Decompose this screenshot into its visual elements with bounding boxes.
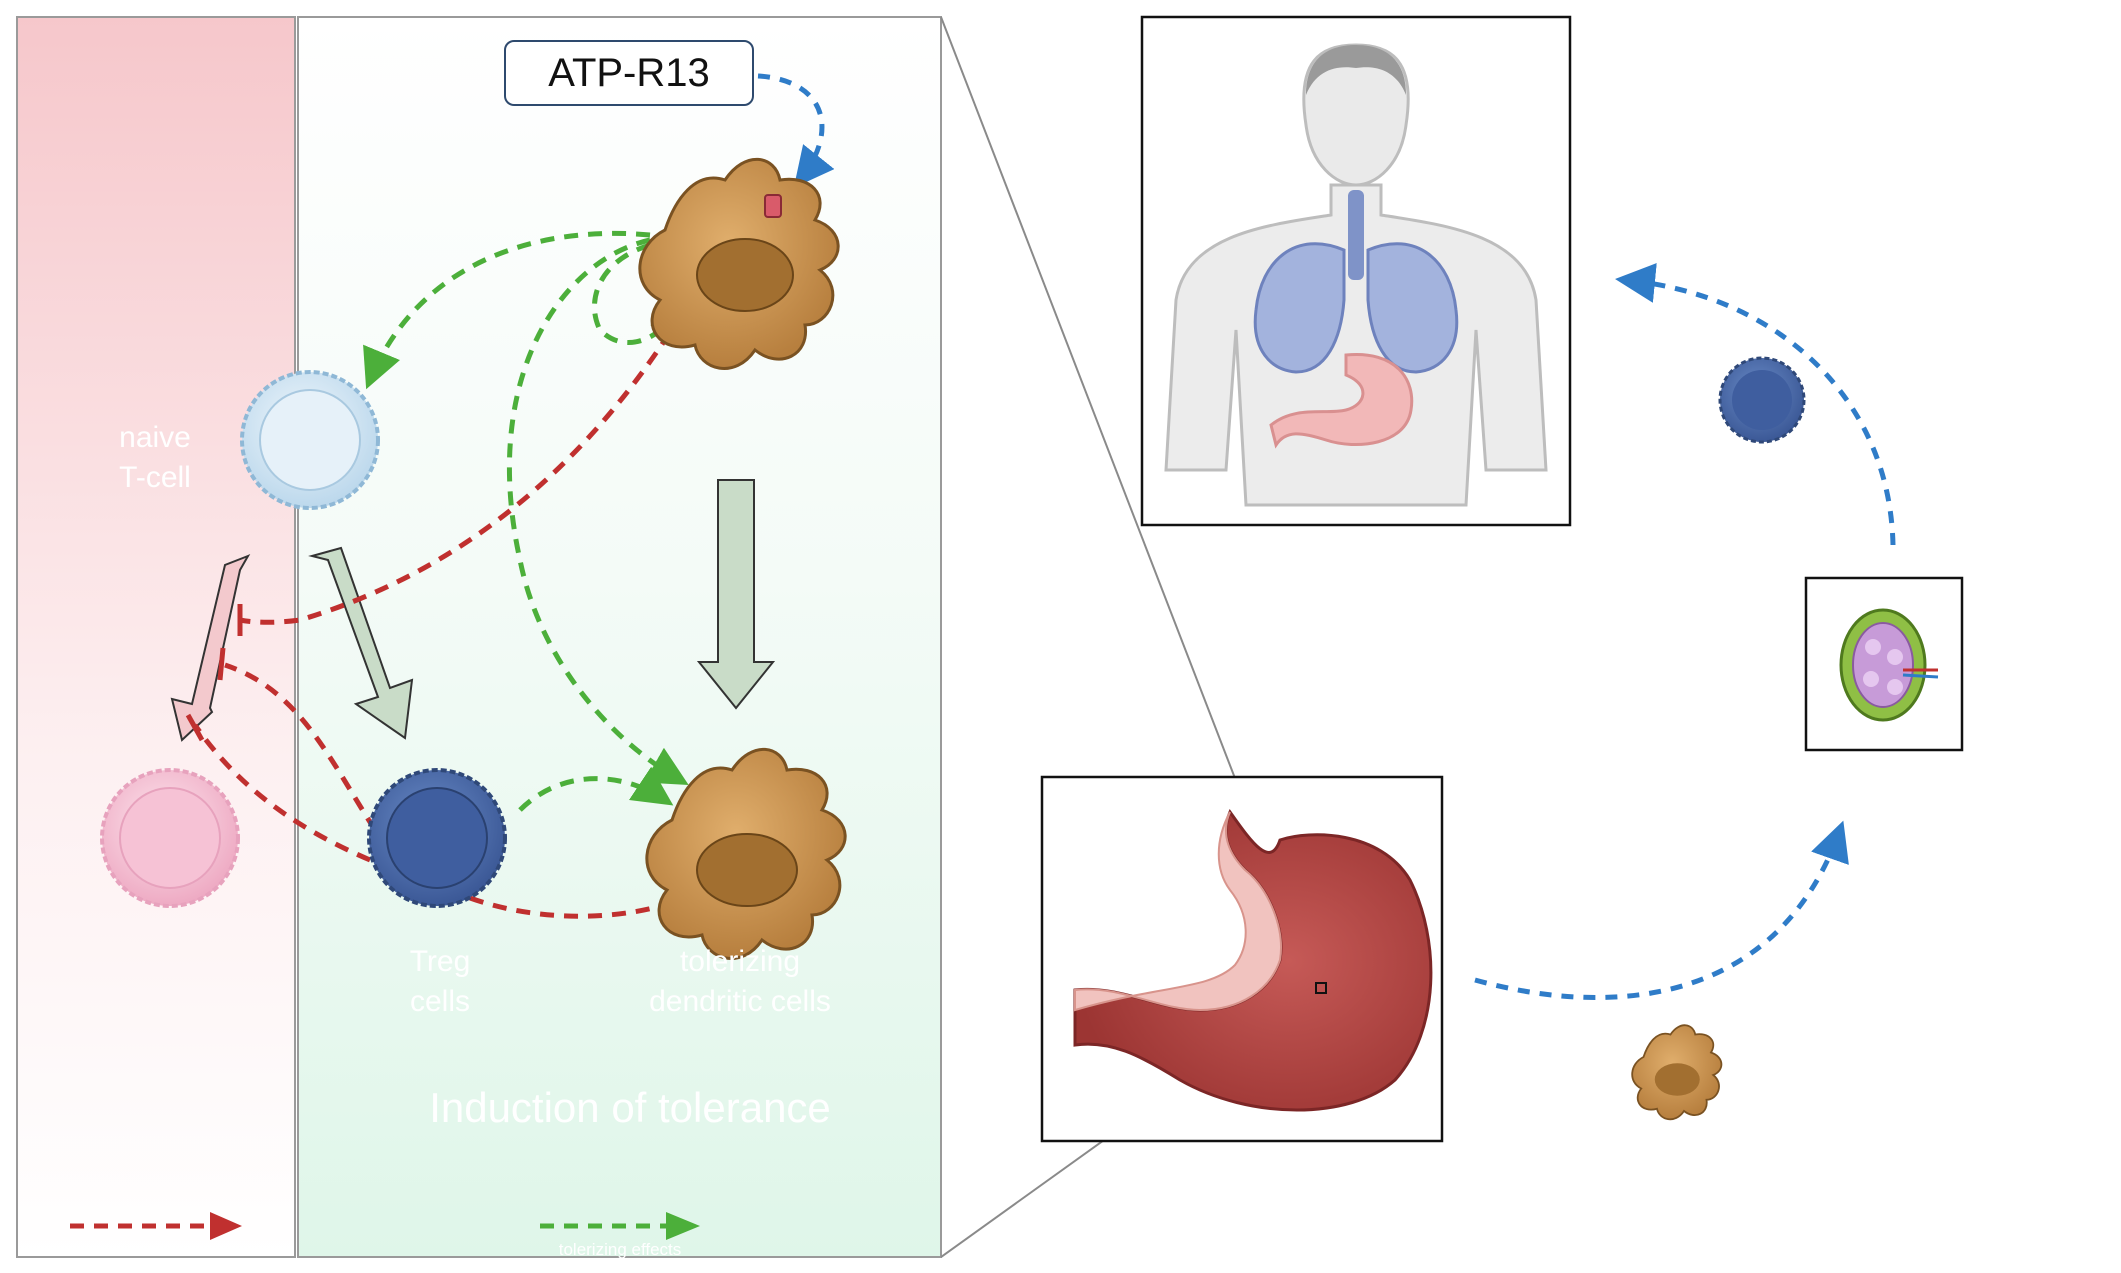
treg-label-line1: Treg [409,945,471,978]
treg-label-line2: cells [409,985,470,1018]
atp-r13-label: ATP-R13 [548,50,710,95]
block-arrow-naive-to-effector [170,554,251,742]
tolerizing-dc-label: tolerizing dendritic cells [610,942,870,1022]
human-body-panel [1140,15,1572,527]
green-arrows [363,230,689,812]
induction-of-tolerance-label: Induction of tolerance [429,1084,831,1131]
block-arrow-dc-to-tdc [696,479,776,710]
tdc-label-line1: tolerizing [679,945,801,978]
right-panel [297,16,942,1258]
lungs-icon [1253,190,1459,374]
migrating-dendritic-cell-icon [1631,1024,1723,1121]
naive-t-cell-label: naive T-cell [95,418,215,498]
stomach-icon [1073,808,1433,1112]
stomach-panel [1040,775,1444,1143]
atp-r13-box: ATP-R13 [504,40,754,106]
lymph-node-panel [1804,576,1964,752]
left-panel [16,16,296,1258]
legend-green-arrow [540,1212,700,1240]
dendritic-cell-icon [638,157,840,370]
blue-arrows [757,73,1896,1000]
treg-cell-icon [367,768,507,908]
naive-label-line2: T-cell [119,461,191,494]
tdc-label-line2: dendritic cells [649,985,831,1018]
tolerizing-dendritic-cell-icon [645,747,847,960]
legend-red-arrow [70,1212,242,1240]
effector-t-cell-icon [100,768,240,908]
block-arrow-naive-to-treg [308,546,414,740]
legend-green-label: tolerizing effects [558,1240,682,1259]
treg-cell-label: Treg cells [380,942,500,1022]
human-body-icon [1164,43,1548,507]
naive-t-cell-icon [240,370,380,510]
naive-label-line1: naive [119,421,191,454]
lymph-node-icon [1839,608,1939,722]
migrating-treg-cell-icon [1718,356,1806,444]
stomach-small-icon [1269,352,1414,449]
red-inhibition-bars [185,604,243,742]
